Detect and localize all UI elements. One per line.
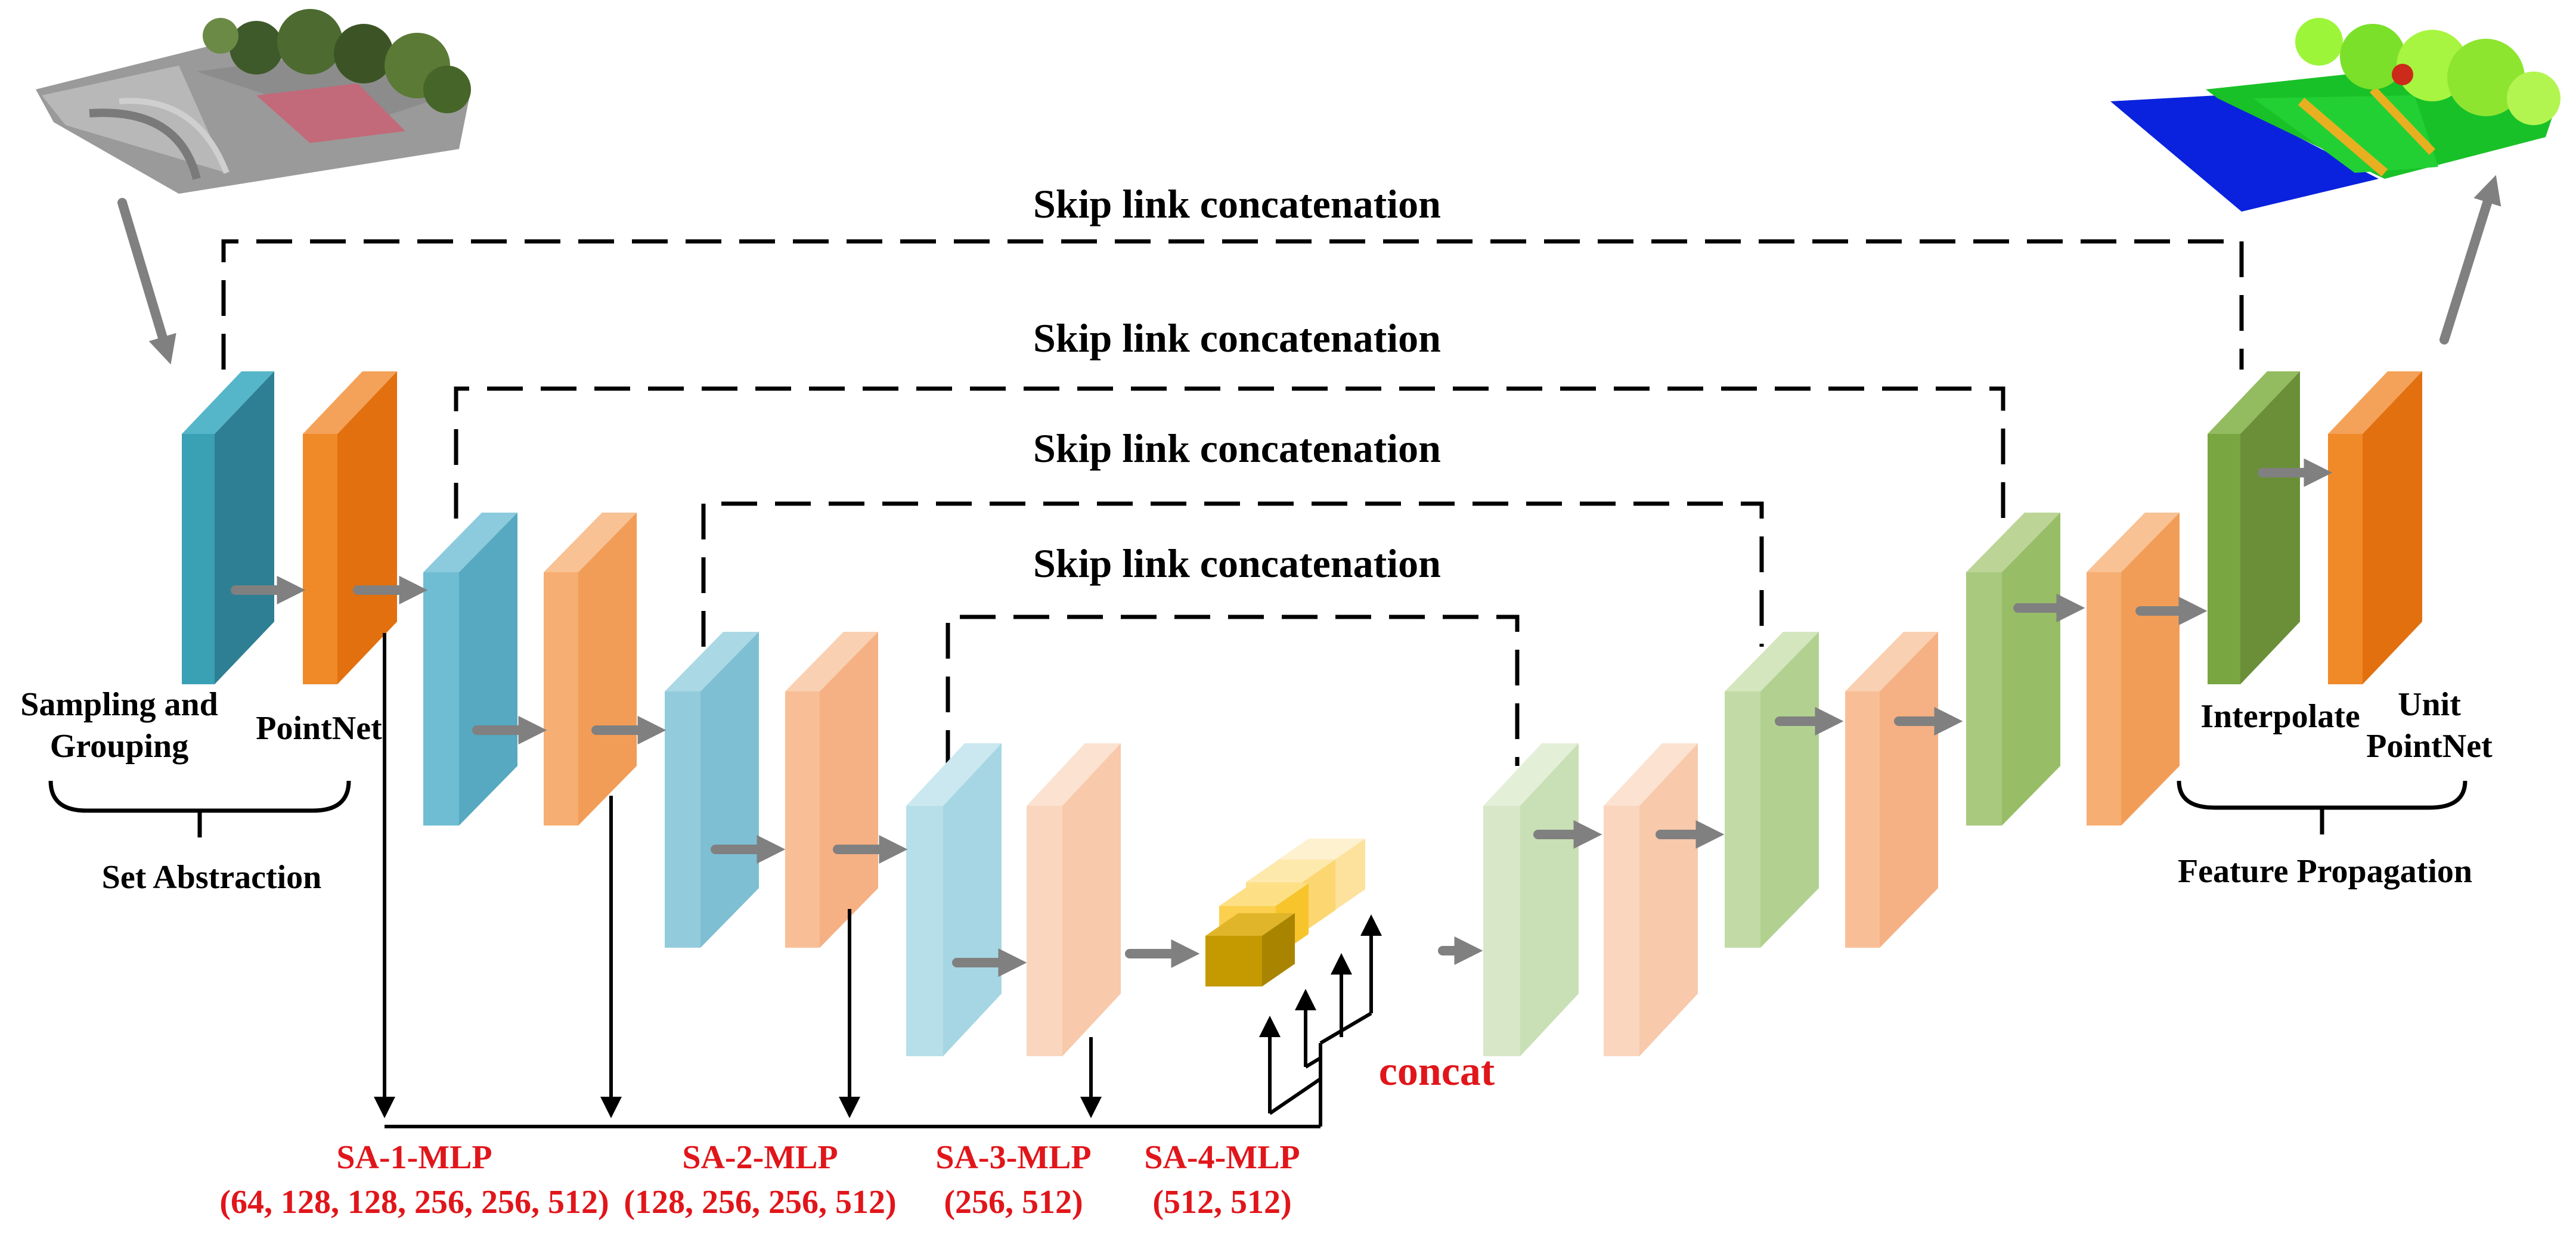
- block-fp2-unit: [2087, 513, 2180, 826]
- sa1-mlp-name: SA-1-MLP: [336, 1139, 492, 1176]
- set-abstraction-label: Set Abstraction: [102, 859, 322, 896]
- output-segmented-point-cloud: [2110, 18, 2560, 212]
- block-pointnet: [303, 371, 397, 684]
- mlp-bus: [374, 633, 1382, 1128]
- block-fp1-interp: [2208, 371, 2300, 684]
- feature-propagation-label: Feature Propagation: [2178, 853, 2472, 890]
- interpolate-label: Interpolate: [2200, 698, 2360, 735]
- concat-joins: [1269, 1056, 1322, 1115]
- unit-pointnet-line2: PointNet: [2366, 728, 2493, 765]
- concat-label: concat: [1379, 1048, 1495, 1094]
- arrow-input: [117, 198, 176, 365]
- sa4-mlp-name: SA-4-MLP: [1144, 1139, 1300, 1176]
- unit-pointnet-line1: Unit: [2398, 686, 2461, 723]
- sa2-mlp-dims: (128, 256, 256, 512): [624, 1184, 896, 1221]
- block-fp4-unit: [1604, 743, 1698, 1056]
- block-sampling: [182, 371, 274, 684]
- block-sa3-grouping: [906, 743, 1002, 1056]
- block-fp1-unit: [2328, 371, 2422, 684]
- arrow-output: [2439, 175, 2501, 345]
- sa4-mlp-dims: (512, 512): [1152, 1184, 1291, 1221]
- sa3-mlp-dims: (256, 512): [944, 1184, 1083, 1221]
- skip-label-3: Skip link concatenation: [1033, 426, 1441, 471]
- sampling-label-line1: Sampling and: [20, 686, 218, 723]
- skip-link-2: [454, 386, 2005, 519]
- sa3-mlp-name: SA-3-MLP: [935, 1139, 1091, 1176]
- sa1-mlp-dims: (64, 128, 128, 256, 256, 512): [219, 1184, 609, 1221]
- block-sa1-grouping: [423, 513, 517, 826]
- skip-link-4: [946, 615, 1520, 766]
- block-fp2-interp: [1966, 513, 2060, 826]
- set-abstraction-bracket: [48, 780, 351, 813]
- block-sa2-grouping: [665, 632, 759, 948]
- sa2-mlp-name: SA-2-MLP: [682, 1139, 838, 1176]
- skip-label-2: Skip link concatenation: [1033, 315, 1441, 361]
- skip-label-1: Skip link concatenation: [1033, 181, 1441, 226]
- concat-diagonal: [1319, 1012, 1372, 1045]
- brackets: [48, 780, 2467, 837]
- skip-label-4: Skip link concatenation: [1033, 541, 1441, 586]
- pointnet-label: PointNet: [256, 710, 382, 747]
- block-sa3-pointnet: [1027, 743, 1121, 1056]
- bottleneck-concat-feature: [1205, 839, 1365, 986]
- block-sa2-pointnet: [785, 632, 878, 948]
- input-point-cloud: [36, 9, 471, 194]
- block-sa1-pointnet: [544, 513, 637, 826]
- block-fp3-unit: [1845, 632, 1938, 948]
- skip-link-3: [701, 501, 1764, 647]
- flow-arrows: [117, 175, 2501, 977]
- feature-propagation-bracket: [2177, 780, 2467, 810]
- feature-blocks: [182, 371, 2422, 1056]
- sampling-label-line2: Grouping: [50, 728, 188, 765]
- skip-link-1: [221, 239, 2244, 370]
- skip-links: [221, 239, 2244, 766]
- block-fp3-interp: [1725, 632, 1819, 948]
- block-fp4-interp: [1483, 743, 1579, 1056]
